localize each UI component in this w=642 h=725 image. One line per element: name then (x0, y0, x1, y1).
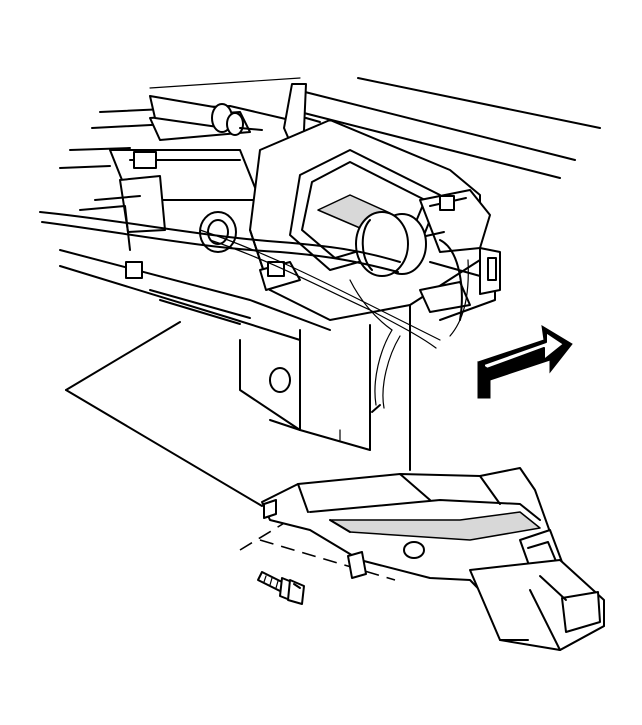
connector-bracket (133, 151, 157, 169)
vacuum-actuator-left (149, 95, 263, 136)
mounting-tab (125, 261, 143, 279)
direction-arrow-icon (477, 325, 573, 399)
duct-mounting-hole (403, 541, 425, 559)
electrical-connector (419, 281, 471, 313)
aspirator-hose (199, 211, 301, 291)
lower-support-column (239, 324, 411, 471)
callout-leader-lines (65, 321, 396, 581)
dash-panel-lines (149, 77, 601, 179)
floor-air-outlet-duct (261, 467, 605, 651)
duct-outlet-opening (561, 591, 601, 633)
wiring-harness (39, 211, 469, 413)
bolt-icon (257, 571, 305, 605)
